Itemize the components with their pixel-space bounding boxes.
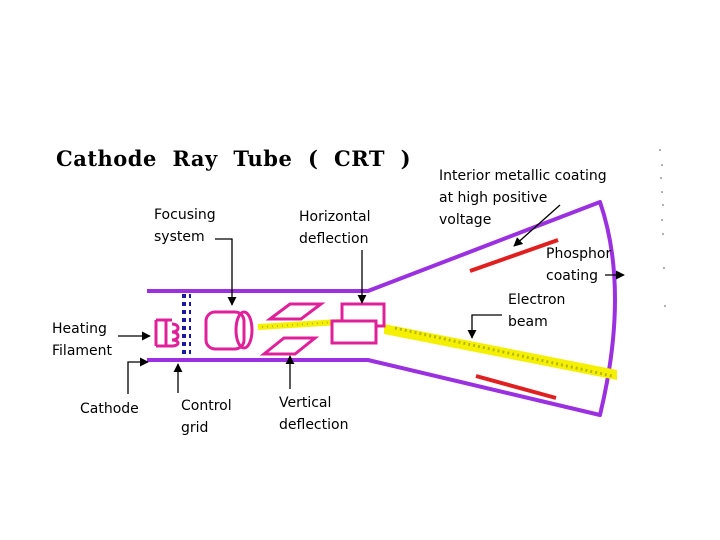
label-focusing-system: Focusing system	[154, 207, 216, 245]
horizontal-plate-front	[330, 319, 378, 345]
electron-beam-core	[394, 326, 613, 378]
tube-envelope	[147, 200, 617, 417]
electron-beam-front	[257, 319, 341, 330]
label-interior-coating: Interior metallic coating at high positi…	[439, 168, 607, 228]
label-electron-beam: Electron beam	[508, 292, 566, 330]
label-phosphor-coating: Phosphor coating	[546, 246, 612, 284]
label-vertical-deflection: Vertical deflection	[279, 395, 349, 433]
leader-focusing	[215, 238, 237, 306]
focusing-cylinder-end	[234, 310, 254, 350]
electron-beam	[384, 324, 617, 380]
label-control-grid: Control grid	[181, 398, 232, 436]
leader-coating	[513, 204, 561, 247]
diagram-title: Cathode Ray Tube ( CRT )	[56, 146, 412, 171]
label-horizontal-deflection: Horizontal deflection	[299, 209, 371, 247]
vertical-plate-bottom	[259, 336, 320, 356]
coating-lower	[475, 374, 557, 400]
electron-beam-front-dots	[261, 321, 336, 328]
vertical-plate-top	[265, 302, 326, 321]
leader-cathode	[127, 357, 149, 394]
label-cathode: Cathode	[80, 401, 139, 417]
heating-filament	[156, 318, 180, 348]
coating-upper	[469, 238, 559, 273]
edge-speckles	[659, 149, 666, 307]
leader-beam	[467, 314, 502, 339]
focusing-cylinder	[204, 310, 246, 351]
label-heating-filament: Heating Filament	[52, 321, 113, 359]
